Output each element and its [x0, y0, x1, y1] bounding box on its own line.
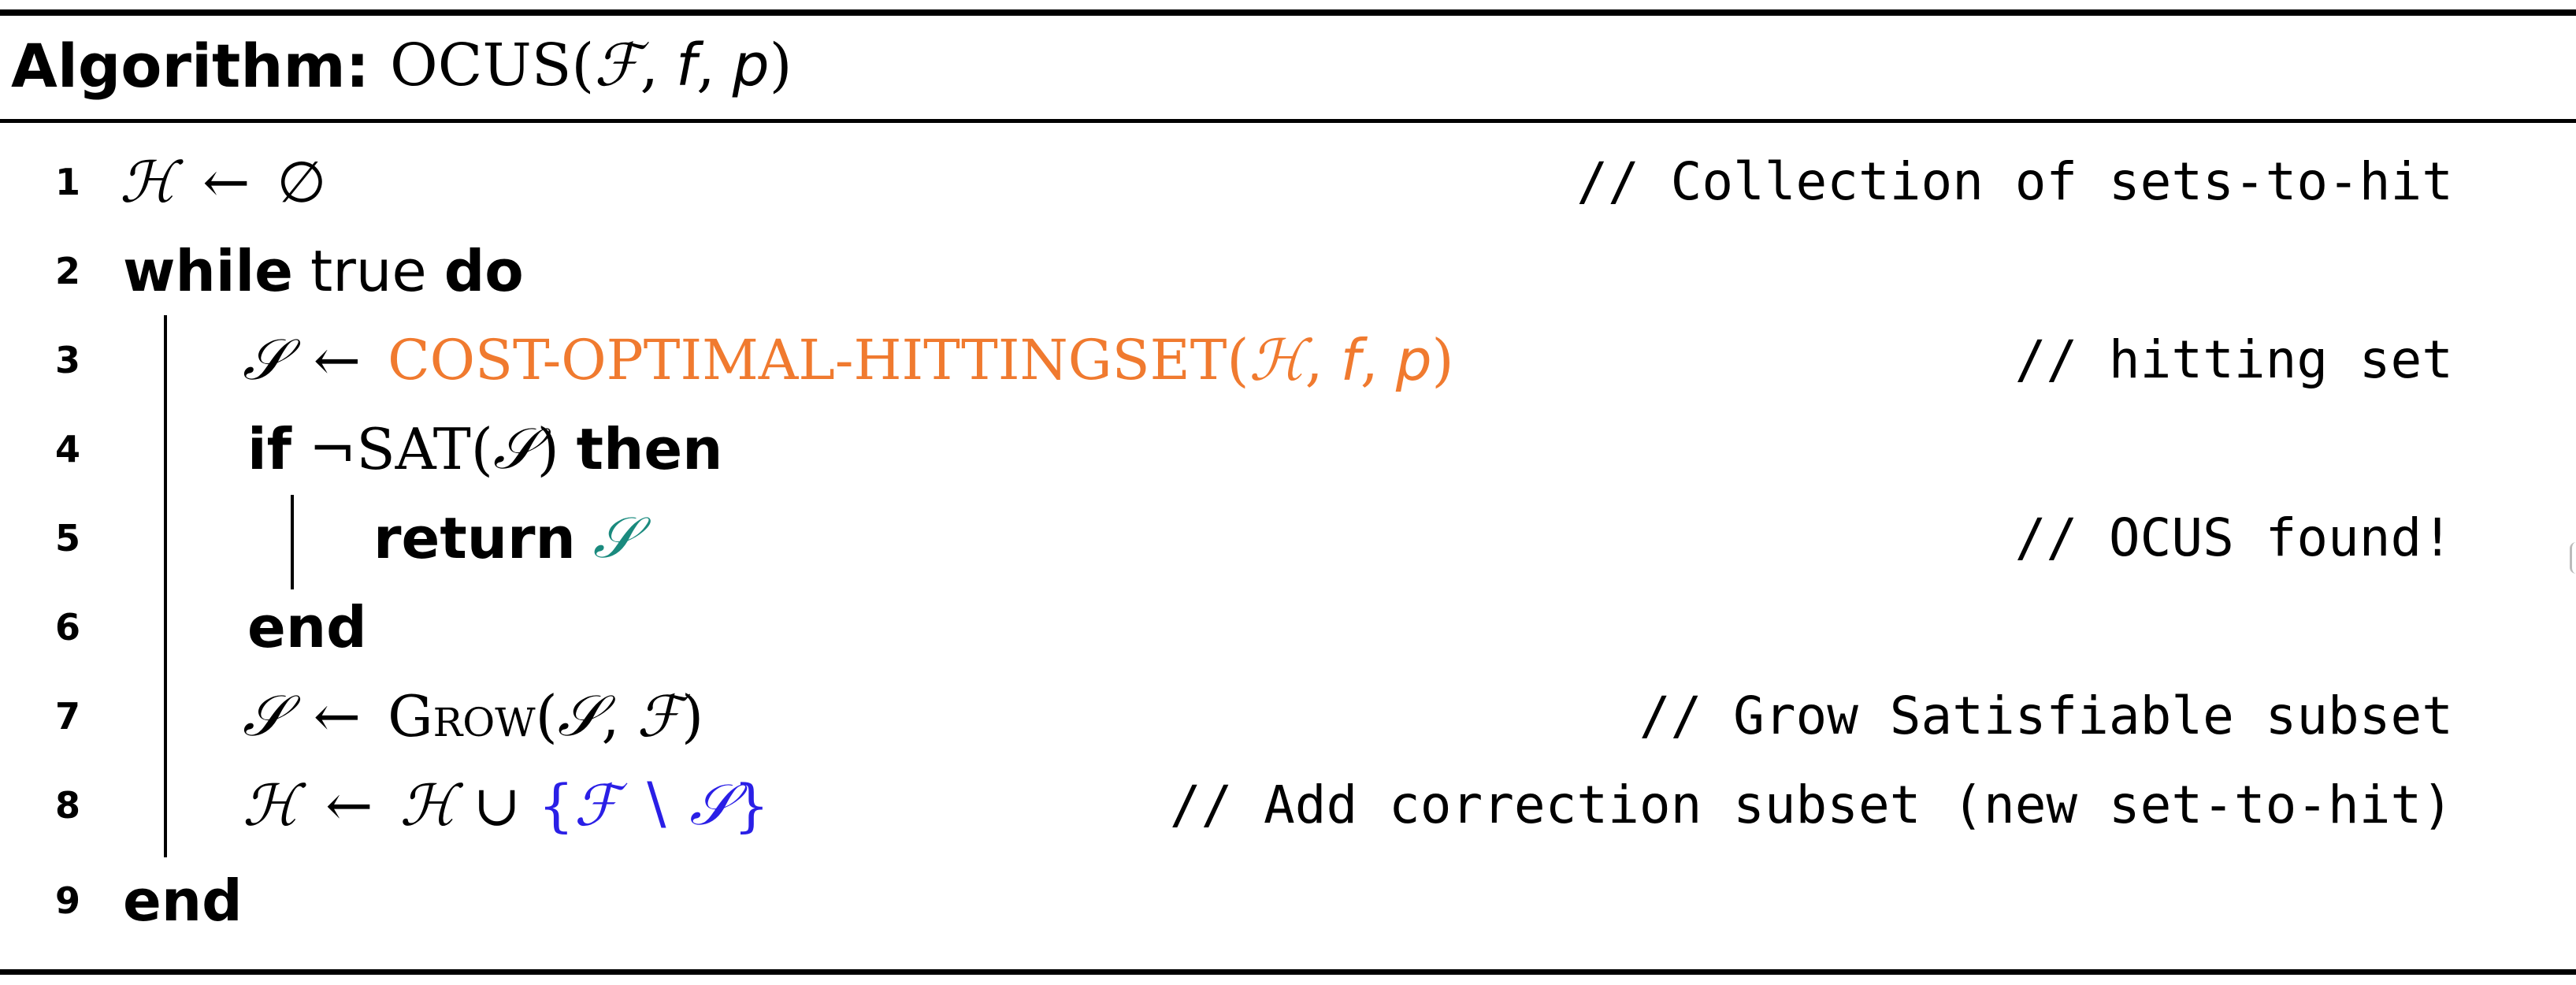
- line-code: 𝒮 ← COST-OPTIMAL-HITTINGSET ( ℋ , f , p …: [243, 315, 1454, 405]
- if-block-bar: [291, 495, 294, 589]
- symbol-not: ¬: [309, 416, 357, 482]
- symbol-arrow: ←: [313, 327, 362, 393]
- line-number: 7: [54, 695, 80, 738]
- function-sat: SAT: [356, 416, 471, 482]
- algorithm-line-2: 2 while true do: [0, 226, 2576, 316]
- comma: ,: [1360, 327, 1379, 393]
- line-code: return 𝒮: [373, 493, 637, 583]
- line-number: 9: [54, 879, 80, 922]
- line-number: 1: [54, 161, 80, 203]
- line-code: ℋ ← ℋ ∪ { ℱ ∖ 𝒮 }: [243, 760, 770, 850]
- paren-close: ): [1431, 327, 1454, 393]
- line-number: 6: [54, 606, 80, 649]
- symbol-F: ℱ: [573, 772, 619, 838]
- header-paren-close: ): [769, 32, 792, 99]
- while-block-bar: [164, 315, 167, 857]
- paren-open: (: [535, 683, 558, 749]
- symbol-S-result: 𝒮: [592, 504, 637, 571]
- symbol-emptyset: ∅: [277, 149, 327, 215]
- line-code: 𝒮 ← Grow ( 𝒮 , ℱ ): [243, 671, 703, 761]
- line-number: 3: [54, 339, 80, 381]
- line-comment: // OCUS found!: [2014, 507, 2453, 568]
- algorithm-line-4: 4 if ¬ SAT ( 𝒮 ) then: [0, 404, 2576, 494]
- symbol-H: ℋ: [120, 149, 176, 215]
- bottom-rule: [0, 969, 2576, 975]
- header-comma: ,: [640, 32, 659, 99]
- line-comment: // Add correction subset (new set-to-hit…: [1169, 775, 2453, 835]
- algorithm-line-1: 1 ℋ ← ∅ // Collection of sets-to-hit: [0, 137, 2576, 227]
- line-comment: // hitting set: [2014, 329, 2453, 390]
- top-rule: [0, 9, 2576, 16]
- edge-mark: [2570, 542, 2576, 574]
- symbol-S: 𝒮: [689, 771, 733, 838]
- algorithm-line-7: 7 𝒮 ← Grow ( 𝒮 , ℱ ) // Grow Satisfiable…: [0, 671, 2576, 761]
- keyword-then: then: [576, 416, 723, 482]
- comma: ,: [1305, 327, 1323, 393]
- keyword-end: end: [123, 868, 243, 934]
- symbol-H: ℋ: [1249, 327, 1305, 393]
- header-arg-p: p: [732, 32, 770, 99]
- line-comment: // Collection of sets-to-hit: [1576, 151, 2453, 212]
- symbol-S: 𝒮: [243, 682, 287, 749]
- brace-close: }: [733, 772, 770, 838]
- line-comment: // Grow Satisfiable subset: [1639, 686, 2453, 746]
- header-comma: ,: [696, 32, 715, 99]
- line-code: if ¬ SAT ( 𝒮 ) then: [247, 404, 722, 494]
- keyword-end: end: [247, 594, 367, 660]
- symbol-F: ℱ: [637, 683, 681, 749]
- symbol-S: 𝒮: [492, 415, 537, 481]
- keyword-return: return: [373, 505, 576, 571]
- symbol-arrow: ←: [325, 772, 373, 838]
- symbol-union: ∪: [473, 772, 521, 838]
- algorithm-label: Algorithm:: [11, 30, 370, 101]
- keyword-while: while: [123, 238, 293, 304]
- algorithm-name: OCUS: [390, 32, 572, 99]
- keyword-if: if: [247, 416, 292, 482]
- header-arg-F: ℱ: [594, 32, 640, 99]
- line-number: 5: [54, 517, 80, 559]
- symbol-arrow: ←: [202, 149, 251, 215]
- symbol-H: ℋ: [399, 772, 456, 838]
- symbol-S: 𝒮: [557, 682, 602, 749]
- algorithm-line-6: 6 end: [0, 582, 2576, 672]
- paren-open: (: [470, 416, 493, 482]
- header-rule: [0, 119, 2576, 123]
- keyword-true: true: [310, 238, 427, 304]
- line-code: end: [123, 856, 243, 946]
- line-number: 4: [54, 428, 80, 470]
- algorithm-line-3: 3 𝒮 ← COST-OPTIMAL-HITTINGSET ( ℋ , f , …: [0, 315, 2576, 405]
- line-number: 8: [54, 784, 80, 827]
- line-number: 2: [54, 250, 80, 292]
- header-paren-open: (: [571, 32, 595, 99]
- function-grow: Grow: [388, 683, 536, 749]
- algorithm-line-8: 8 ℋ ← ℋ ∪ { ℱ ∖ 𝒮 } // Add correction su…: [0, 760, 2576, 850]
- symbol-H: ℋ: [243, 772, 299, 838]
- symbol-f: f: [1340, 327, 1360, 393]
- paren-close: ): [681, 683, 704, 749]
- symbol-arrow: ←: [313, 683, 362, 749]
- function-cost-optimal-hittingset: COST-OPTIMAL-HITTINGSET: [388, 328, 1227, 392]
- algorithm-line-9: 9 end: [0, 856, 2576, 946]
- keyword-do: do: [444, 238, 524, 304]
- header-arg-f: f: [676, 32, 697, 99]
- symbol-setminus: ∖: [636, 772, 673, 838]
- brace-open: {: [537, 772, 574, 838]
- algorithm-line-5: 5 return 𝒮 // OCUS found!: [0, 493, 2576, 583]
- paren-close: ): [536, 416, 559, 482]
- symbol-p: p: [1395, 327, 1432, 393]
- algorithm-header: Algorithm: OCUS ( ℱ , f , p ): [11, 22, 792, 109]
- paren-open: (: [1227, 327, 1249, 393]
- comma: ,: [601, 683, 620, 749]
- line-code: while true do: [123, 226, 524, 316]
- symbol-S: 𝒮: [243, 326, 287, 392]
- line-code: ℋ ← ∅: [120, 137, 326, 227]
- line-code: end: [247, 582, 367, 672]
